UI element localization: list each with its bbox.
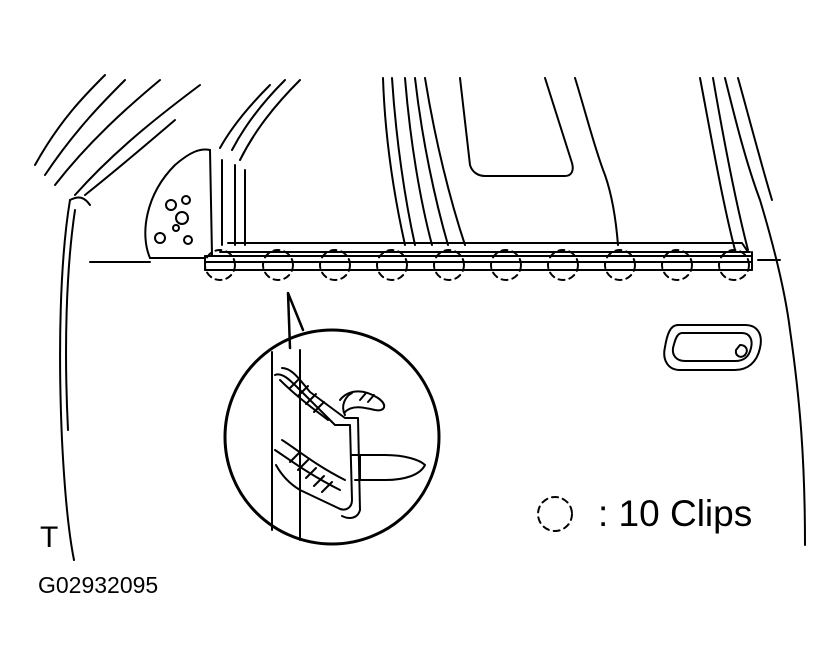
- clip-marker-4: [376, 249, 408, 281]
- clip-markers: [204, 249, 750, 281]
- vehicle-body-outline: [34, 74, 806, 561]
- clip-marker-10: [718, 249, 750, 281]
- clip-marker-1: [204, 249, 236, 281]
- clip-marker-9: [661, 249, 693, 281]
- dashed-circle-clip-symbol: [537, 496, 573, 532]
- figure-id-label: G02932095: [38, 572, 159, 598]
- clip-marker-2: [262, 249, 294, 281]
- clip-marker-6: [490, 249, 522, 281]
- clip-marker-8: [604, 249, 636, 281]
- sill-moulding-strip: [204, 242, 753, 271]
- view-code-label: T: [40, 521, 59, 554]
- clip-marker-7: [547, 249, 579, 281]
- clip-marker-5: [433, 249, 465, 281]
- clip-detail-callout: [223, 291, 441, 546]
- clip-marker-3: [319, 249, 351, 281]
- clip-count-legend: : 10 Clips: [598, 493, 753, 534]
